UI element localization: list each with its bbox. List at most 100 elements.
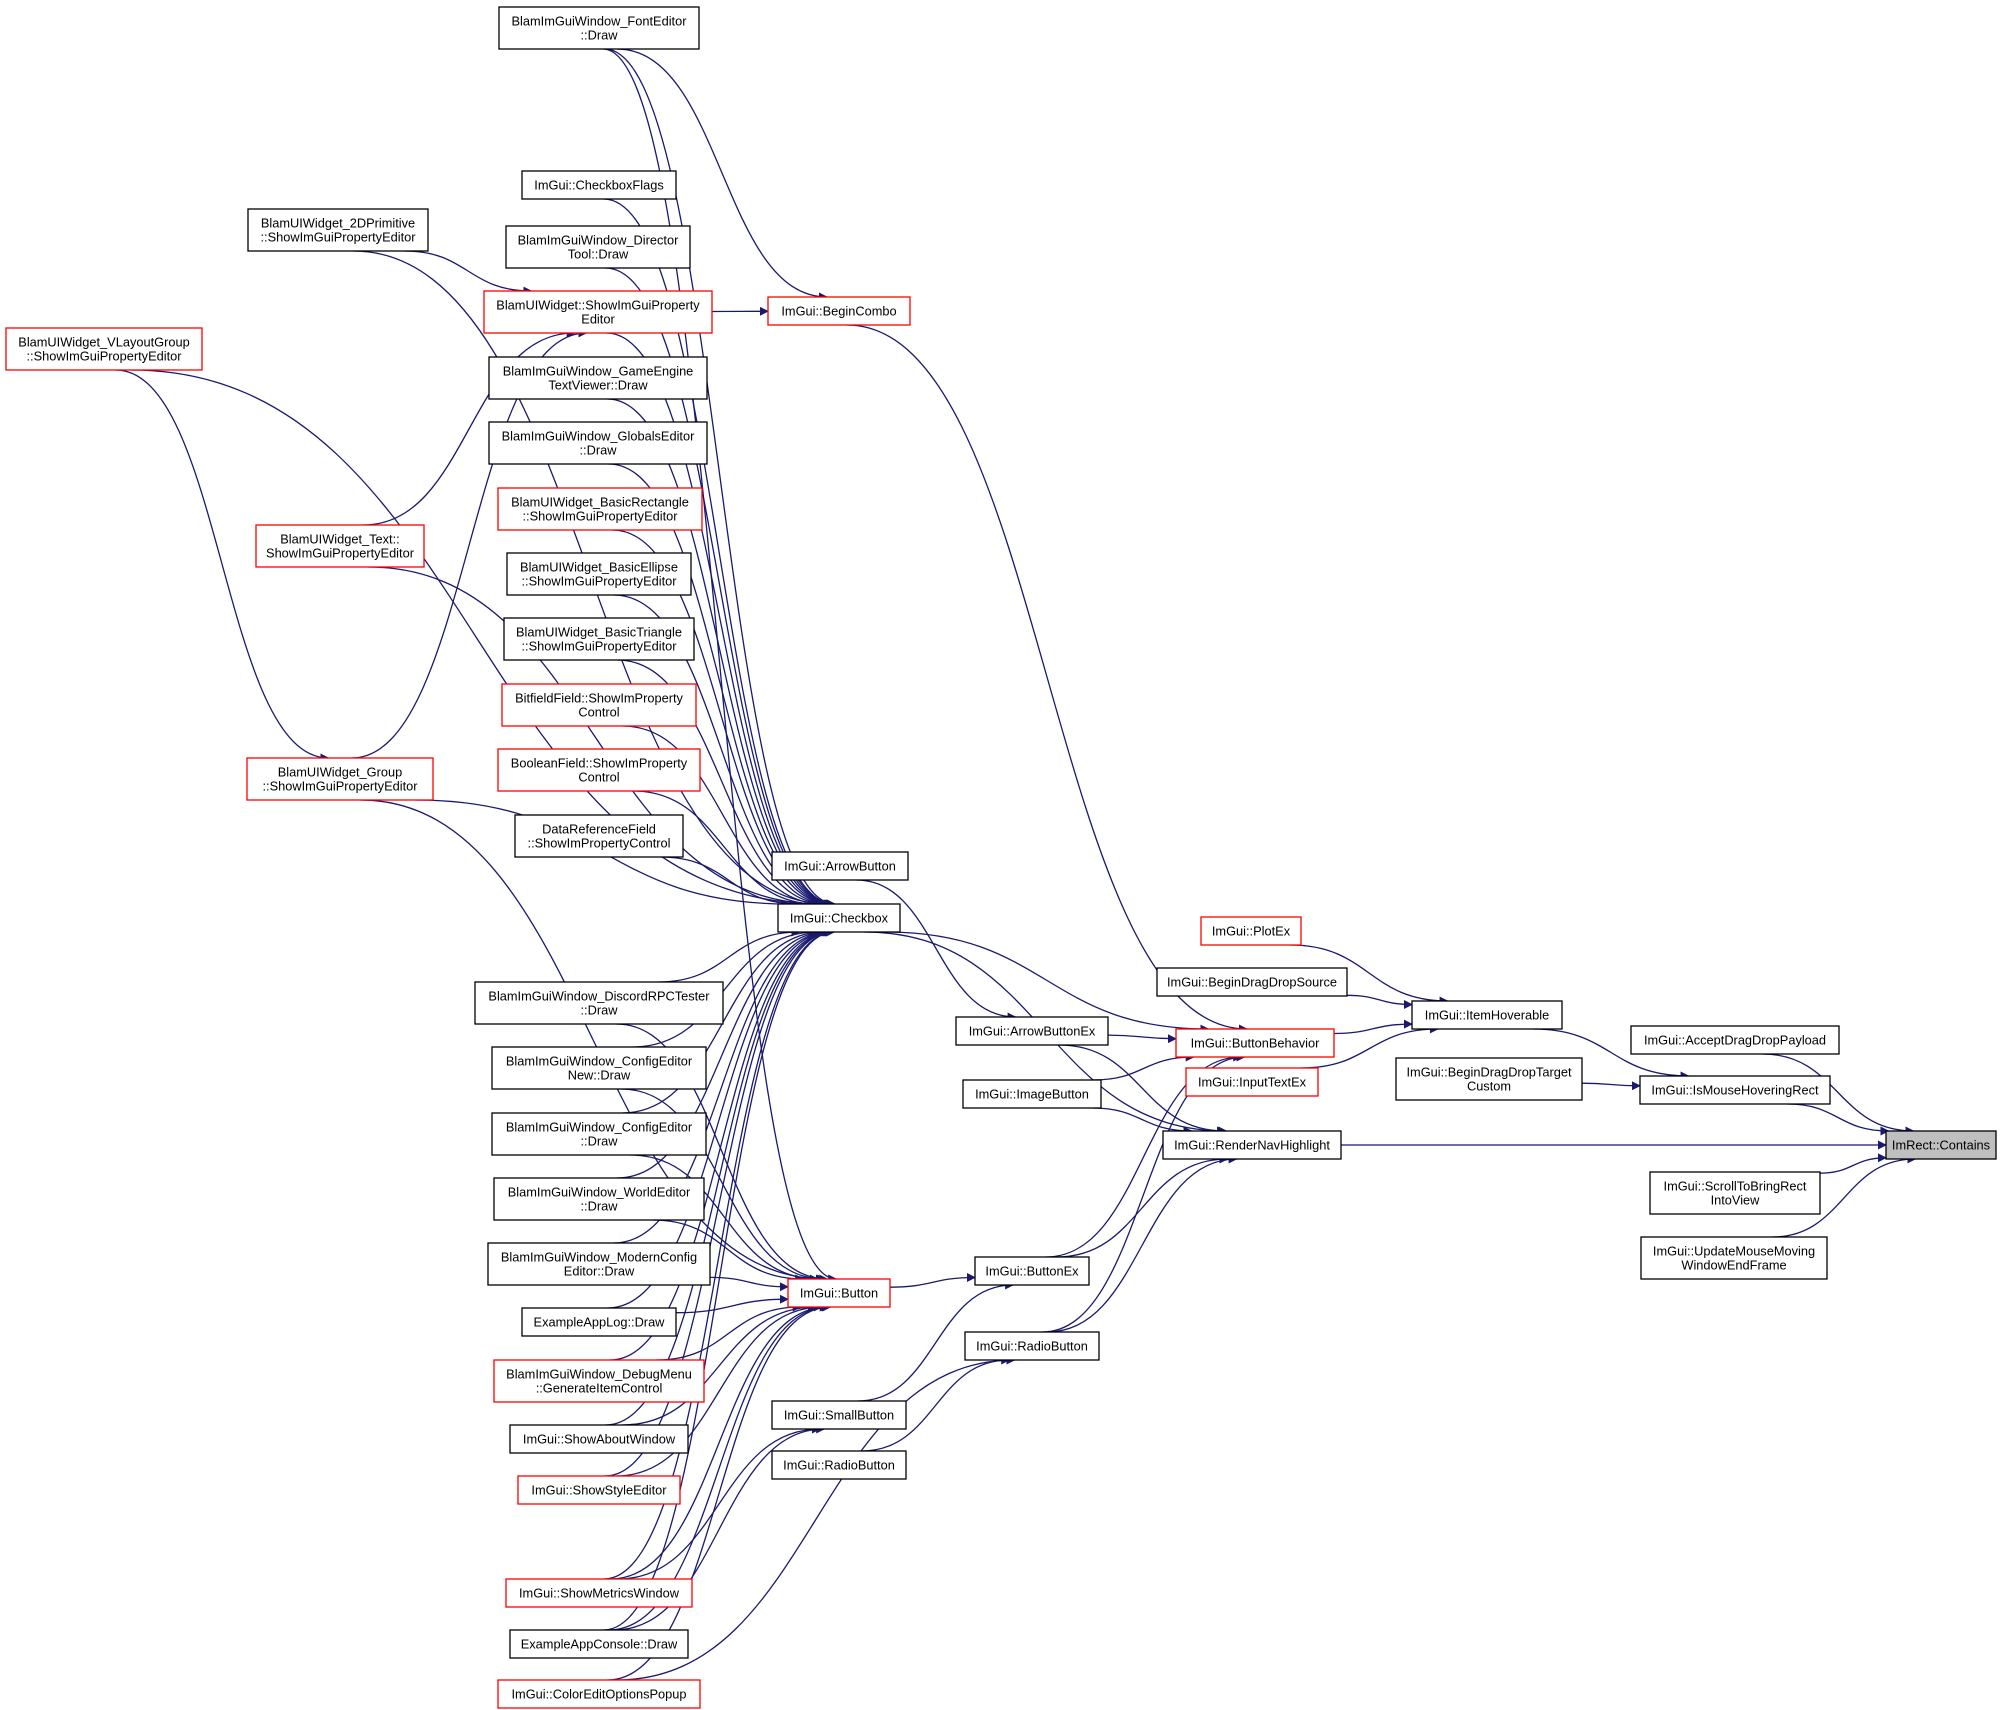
node-blamuiwidget-vlayoutgroup-showimguipropertyeditor[interactable]: BlamUIWidget_VLayoutGroup::ShowImGuiProp… — [5, 327, 203, 371]
node-box — [1885, 1130, 1997, 1160]
node-imgui-radiobutton[interactable]: ImGui::RadioButton — [771, 1450, 907, 1480]
node-box — [777, 903, 901, 933]
node-imgui-radiobutton[interactable]: ImGui::RadioButton — [964, 1331, 1100, 1361]
node-label: ImGui::RenderNavHighlight — [1174, 1138, 1330, 1153]
node-imgui-showaboutwindow[interactable]: ImGui::ShowAboutWindow — [509, 1424, 689, 1454]
edge-twodprim-to-uiwidgetspe — [404, 250, 533, 296]
node-label: BlamImGuiWindow_ConfigEditor — [506, 1120, 693, 1135]
node-blamuiwidget-text-showimguipropertyeditor[interactable]: BlamUIWidget_Text::ShowImGuiPropertyEdit… — [255, 524, 425, 568]
node-blamuiwidget-group-showimguipropertyeditor[interactable]: BlamUIWidget_Group::ShowImGuiPropertyEdi… — [246, 757, 434, 801]
edge-configeditor-to-button — [630, 1154, 819, 1284]
node-box — [1411, 1000, 1563, 1030]
node-imgui-inputtextex[interactable]: ImGui::InputTextEx — [1185, 1067, 1319, 1097]
node-imgui-arrowbuttonex[interactable]: ImGui::ArrowButtonEx — [955, 1016, 1109, 1046]
node-box — [955, 1016, 1109, 1046]
node-label: IntoView — [1711, 1193, 1761, 1208]
edge-modernconfig-to-checkbox — [613, 927, 831, 1244]
node-label: WindowEndFrame — [1681, 1258, 1786, 1273]
node-imgui-checkbox[interactable]: ImGui::Checkbox — [777, 903, 901, 933]
node-label: ImGui::InputTextEx — [1198, 1075, 1307, 1090]
node-imrect-contains[interactable]: ImRect::Contains — [1885, 1130, 1997, 1160]
node-booleanfield-showimproperty-control[interactable]: BooleanField::ShowImPropertyControl — [497, 748, 701, 792]
node-box — [771, 1400, 907, 1430]
edge-begincombo-to-buttonbehavior — [846, 324, 1248, 1034]
node-label: ::Draw — [580, 443, 618, 458]
node-label: ::ShowImGuiPropertyEditor — [262, 779, 418, 794]
node-label: BlamImGuiWindow_DebugMenu — [506, 1367, 692, 1382]
node-blamuiwidget-basicrectangle-showimguipropertyeditor[interactable]: BlamUIWidget_BasicRectangle::ShowImGuiPr… — [497, 487, 703, 531]
node-exampleapplog-draw[interactable]: ExampleAppLog::Draw — [521, 1307, 677, 1337]
node-blamimguiwindow-debugmenu-generateitemcontrol[interactable]: BlamImGuiWindow_DebugMenu::GenerateItemC… — [493, 1359, 705, 1403]
edge-coloreditoptions-to-button — [607, 1302, 832, 1681]
node-imgui-buttonbehavior[interactable]: ImGui::ButtonBehavior — [1175, 1028, 1335, 1058]
node-imgui-acceptdragdroppayload[interactable]: ImGui::AcceptDragDropPayload — [1630, 1025, 1840, 1055]
node-box — [771, 1450, 907, 1480]
node-blamimguiwindow-discordrpctester-draw[interactable]: BlamImGuiWindow_DiscordRPCTester::Draw — [474, 981, 724, 1025]
edge-configeditornew-to-button — [621, 1088, 825, 1284]
node-label: ImGui::ButtonEx — [985, 1264, 1079, 1279]
node-box — [491, 1112, 707, 1156]
node-imgui-begindragdropsource[interactable]: ImGui::BeginDragDropSource — [1156, 967, 1348, 997]
node-box — [247, 208, 429, 252]
node-imgui-smallbutton[interactable]: ImGui::SmallButton — [771, 1400, 907, 1430]
node-imgui-plotex[interactable]: ImGui::PlotEx — [1200, 916, 1302, 946]
node-imgui-ismousehoveringrect[interactable]: ImGui::IsMouseHoveringRect — [1639, 1075, 1831, 1105]
node-imgui-arrowbutton[interactable]: ImGui::ArrowButton — [771, 851, 909, 881]
node-imgui-showstyleeditor[interactable]: ImGui::ShowStyleEditor — [517, 1475, 681, 1505]
node-imgui-rendernavhighlight[interactable]: ImGui::RenderNavHighlight — [1162, 1130, 1342, 1160]
node-blamuiwidget-basicellipse-showimguipropertyeditor[interactable]: BlamUIWidget_BasicEllipse::ShowImGuiProp… — [506, 552, 692, 596]
node-datareferencefield-showimpropertycontrol[interactable]: DataReferenceField::ShowImPropertyContro… — [514, 814, 684, 858]
node-label: ::ShowImGuiPropertyEditor — [522, 509, 678, 524]
node-imgui-buttonex[interactable]: ImGui::ButtonEx — [974, 1256, 1090, 1286]
node-label: ImGui::UpdateMouseMoving — [1653, 1244, 1815, 1259]
node-blamuiwidget-showimguiproperty-editor[interactable]: BlamUIWidget::ShowImGuiPropertyEditor — [483, 290, 713, 334]
node-label: ImGui::ButtonBehavior — [1191, 1036, 1320, 1051]
node-label: ImGui::AcceptDragDropPayload — [1644, 1033, 1826, 1048]
node-box — [521, 170, 677, 200]
edge-worldeditor-to-button — [652, 1219, 805, 1284]
node-imgui-imagebutton[interactable]: ImGui::ImageButton — [962, 1079, 1102, 1109]
node-label: ImGui::PlotEx — [1212, 924, 1291, 939]
node-label: ImGui::ShowAboutWindow — [523, 1432, 676, 1447]
node-label: ImGui::CheckboxFlags — [534, 178, 663, 193]
node-blamuiwidget-basictriangle-showimguipropertyeditor[interactable]: BlamUIWidget_BasicTriangle::ShowImGuiPro… — [503, 617, 695, 661]
node-imgui-itemhoverable[interactable]: ImGui::ItemHoverable — [1411, 1000, 1563, 1030]
node-bitfieldfield-showimproperty-control[interactable]: BitfieldField::ShowImPropertyControl — [501, 683, 697, 727]
node-box — [246, 757, 434, 801]
node-imgui-button[interactable]: ImGui::Button — [787, 1278, 891, 1308]
node-blamimguiwindow-fonteditor-draw[interactable]: BlamImGuiWindow_FontEditor::Draw — [498, 6, 700, 50]
node-label: ImGui::BeginDragDropSource — [1167, 975, 1337, 990]
node-label: ImGui::SmallButton — [784, 1408, 894, 1423]
edge-exampleappconsole-to-button — [608, 1302, 831, 1631]
node-exampleappconsole-draw[interactable]: ExampleAppConsole::Draw — [509, 1629, 689, 1659]
node-label: BlamUIWidget_Group — [278, 765, 402, 780]
node-label: Editor — [581, 312, 615, 327]
node-imgui-showmetricswindow[interactable]: ImGui::ShowMetricsWindow — [505, 1578, 693, 1608]
node-blamimguiwindow-globalseditor-draw[interactable]: BlamImGuiWindow_GlobalsEditor::Draw — [488, 421, 708, 465]
edge-fonteditor-to-button — [602, 48, 838, 1284]
node-label: BitfieldField::ShowImProperty — [515, 691, 683, 706]
edge-radiobutton1-to-rendernav — [1047, 1154, 1238, 1333]
edge-showmetrics-to-smallbutton — [617, 1424, 821, 1580]
node-label: Control — [578, 705, 619, 720]
node-imgui-begincombo[interactable]: ImGui::BeginCombo — [767, 296, 911, 326]
edge-arrowbuttonex-to-rendernav — [1058, 1044, 1226, 1136]
node-blamimguiwindow-configeditor-draw[interactable]: BlamImGuiWindow_ConfigEditor::Draw — [491, 1112, 707, 1156]
node-blamuiwidget-2dprimitive-showimguipropertyeditor[interactable]: BlamUIWidget_2DPrimitive::ShowImGuiPrope… — [247, 208, 429, 252]
node-imgui-checkboxflags[interactable]: ImGui::CheckboxFlags — [521, 170, 677, 200]
node-label: DataReferenceField — [542, 822, 656, 837]
node-box — [974, 1256, 1090, 1286]
node-box — [501, 683, 697, 727]
node-blamimguiwindow-gameengine-textviewer-draw[interactable]: BlamImGuiWindow_GameEngineTextViewer::Dr… — [488, 356, 708, 400]
node-box — [521, 1307, 677, 1337]
node-label: ::Draw — [581, 28, 619, 43]
node-imgui-coloreditoptionspopup[interactable]: ImGui::ColorEditOptionsPopup — [497, 1679, 701, 1709]
edge-showstyle-to-button — [616, 1302, 823, 1477]
node-blamimguiwindow-worldeditor-draw[interactable]: BlamImGuiWindow_WorldEditor::Draw — [493, 1177, 705, 1221]
